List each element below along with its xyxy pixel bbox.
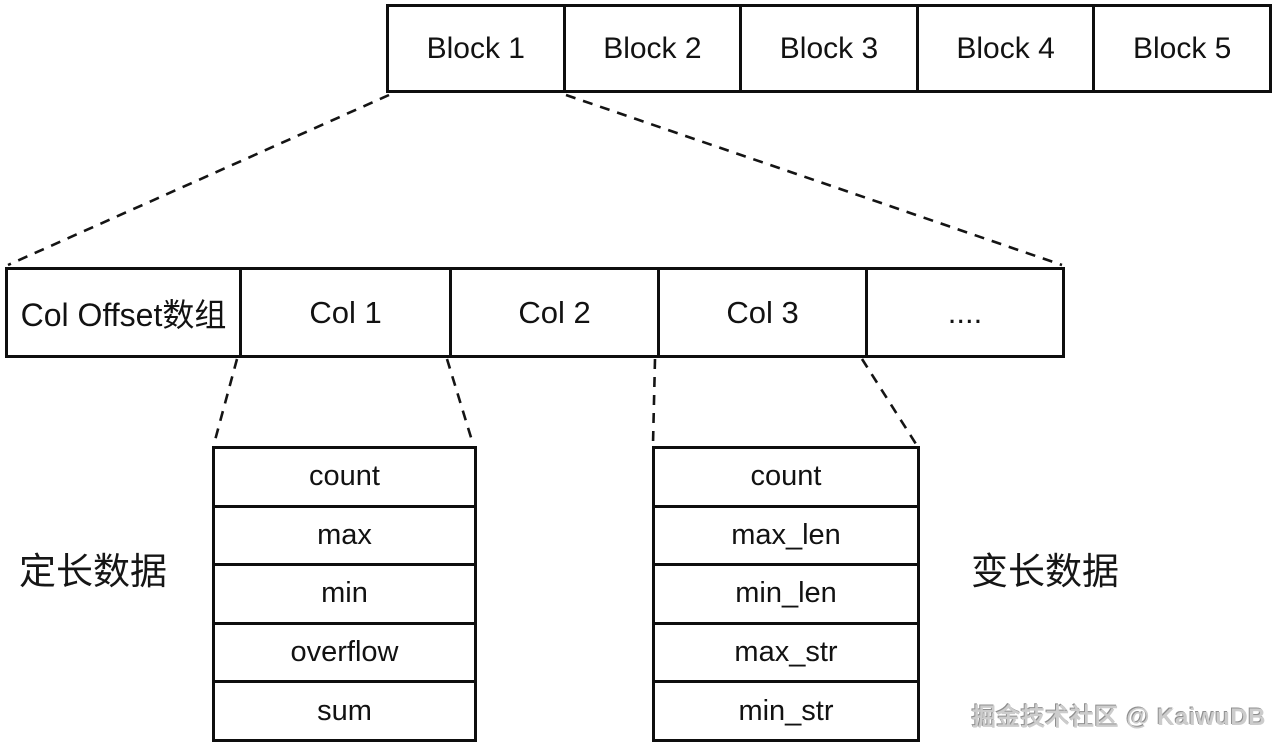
col-more-cell: .... <box>865 270 1062 355</box>
col-offset-cell: Col Offset数组 <box>20 296 227 333</box>
var-stat-max-len: max_len <box>655 504 917 564</box>
connector-block1-right <box>565 93 1063 267</box>
fixed-length-label: 定长数据 <box>19 551 167 592</box>
fixed-stat-max: max <box>215 504 474 564</box>
connector-col3-right <box>860 358 918 445</box>
connector-block1-left <box>7 93 390 267</box>
fixed-length-stats-table: count max min overflow sum <box>212 446 477 742</box>
fixed-stat-count: count <box>309 460 380 493</box>
variable-length-label: 变长数据 <box>971 551 1119 592</box>
watermark: 掘金技术社区 @ KaiwuDB <box>971 704 1266 731</box>
block-cell-4: Block 4 <box>915 7 1093 90</box>
var-stat-count: count <box>750 460 822 493</box>
variable-length-stats-table: count max_len min_len max_str min_str <box>652 446 920 742</box>
block-cell-2: Block 2 <box>562 7 740 90</box>
var-stat-max-str: max_str <box>655 621 917 681</box>
connector-col1-right <box>445 358 475 445</box>
col-2-cell: Col 2 <box>449 270 657 355</box>
col-3-cell: Col 3 <box>657 270 865 355</box>
col-row: Col Offset数组 Col 1 Col 2 Col 3 .... <box>5 267 1065 358</box>
block-row: Block 1 Block 2 Block 3 Block 4 Block 5 <box>386 4 1272 93</box>
block-cell-1: Block 1 <box>426 31 525 65</box>
fixed-stat-min: min <box>215 563 474 622</box>
block-cell-5: Block 5 <box>1092 7 1269 90</box>
var-stat-min-str: min_str <box>655 680 917 739</box>
connector-col1-left <box>212 358 239 445</box>
col-1-cell: Col 1 <box>239 270 449 355</box>
fixed-stat-sum: sum <box>215 680 474 739</box>
connector-col3-left <box>651 358 657 445</box>
fixed-stat-overflow: overflow <box>215 621 474 681</box>
var-stat-min-len: min_len <box>655 563 917 622</box>
block-cell-3: Block 3 <box>739 7 916 90</box>
